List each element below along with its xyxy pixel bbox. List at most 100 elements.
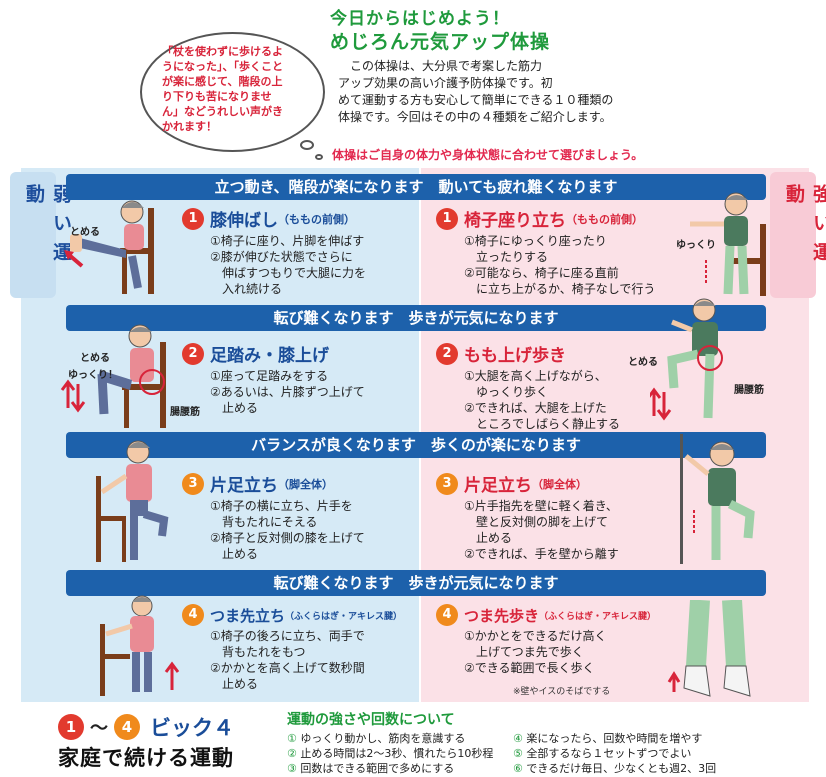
seated-march-illustration (60, 324, 166, 428)
bubble-line: かれます！ (162, 120, 217, 133)
speech-bubble (140, 32, 325, 152)
step-line: 止める (210, 547, 259, 561)
exercise-left-4: 4 つま先立ち （ふくらはぎ・アキレス腱） ①椅子の後ろに立ち、両手で 背もたれ… (182, 604, 402, 692)
tip-number: ① (287, 732, 297, 745)
single-leg-stand-illustration (96, 440, 169, 562)
tip-text: できるだけ毎日、少なくとも週2、3回 (526, 762, 717, 775)
step-line: ②できる範囲で長く歩く (464, 661, 595, 675)
intro-line: 体操です。今回はその中の４種類をご紹介します。 (338, 110, 612, 124)
tips-column-1: ① ゆっくり動かし、筋肉を意識する ② 止める時間は2～3秒、慣れたら10秒程 … (287, 731, 493, 776)
label-tomeru: とめる (628, 357, 658, 368)
strong-label: 強い運動 (783, 184, 826, 271)
intro-line: この体操は、大分県で考案した筋力 (338, 59, 543, 73)
step-line: 入れ続ける (210, 282, 283, 296)
benefit-banner-4: 転び難くなります 歩きが元気になります (66, 570, 766, 596)
label-yukkuri: ゆっくり (676, 240, 716, 251)
step-line: 止める (464, 531, 513, 545)
exercise-name: 片足立ち (210, 476, 278, 496)
high-knee-walk-illustration (650, 298, 723, 421)
label-yukkuri: ゆっくり！ (68, 370, 118, 381)
step-line: 立ったりする (464, 250, 549, 264)
step-line: 上げてつま先で歩く (464, 645, 584, 659)
tip-item: ④ 楽になったら、回数や時間を増やす (513, 731, 716, 746)
exercise-name: 膝伸ばし (210, 211, 278, 231)
footer-number-from: 1 (58, 714, 84, 740)
exercise-target: （ももの前側） (278, 212, 355, 226)
tips-title: 運動の強さや回数について (287, 712, 455, 728)
step-line: 止める (210, 677, 259, 691)
intro-line: アップ効果の高い介護予防体操です。初 (338, 76, 553, 90)
exercise-number: 3 (436, 472, 458, 495)
bubble-line: 「杖を使わずに歩けるよ (162, 45, 283, 58)
footer-tilde: ～ (90, 718, 108, 739)
choose-note: 体操はご自身の体力や身体状態に合わせて選びましょう。 (332, 148, 644, 162)
tiptoe-walk-illustration (667, 600, 751, 697)
tip-item: ② 止める時間は2～3秒、慣れたら10秒程 (287, 746, 493, 761)
step-line: ②できれば、手を壁から離す (464, 547, 619, 561)
exercise-right-2: 2 もも上げ歩き ①大腿を高く上げながら、 ゆっくり歩く ②できれば、大腿を上げ… (436, 341, 620, 432)
step-line: ①片手指先を壁に軽く着き、 (464, 499, 618, 513)
exercise-name: もも上げ歩き (464, 346, 566, 366)
step-line: ①椅子の横に立ち、片手を (210, 499, 353, 513)
step-line: 止める (210, 401, 259, 415)
bubble-line: うになった」、「歩くこと (162, 60, 283, 73)
exercise-left-2: 2 足踏み・膝上げ ①座って足踏みをする ②あるいは、片膝ずつ上げて 止める (182, 341, 365, 416)
bubble-line: り下りも苦になりませ (162, 90, 272, 103)
exercise-right-1: 1 椅子座り立ち （ももの前側） ①椅子にゆっくり座ったり 立ったりする ②可能… (436, 206, 655, 297)
exercise-number: 4 (182, 604, 204, 626)
chair-stand-illustration (690, 192, 766, 296)
step-line: 壁と反対側の脚を上げて (464, 515, 609, 529)
speech-bubble-tail (315, 154, 323, 160)
step-line: ゆっくり歩く (464, 385, 549, 399)
step-line: ①大腿を高く上げながら、 (464, 369, 607, 383)
exercise-number: 2 (182, 342, 204, 365)
leg-extension-illustration (64, 200, 154, 294)
step-line: 背もたれにそえる (210, 515, 318, 529)
exercise-left-3: 3 片足立ち （脚全体） ①椅子の横に立ち、片手を 背もたれにそえる ②椅子と反… (182, 471, 365, 562)
exercise-target: （脚全体） (278, 477, 333, 491)
weak-label: 弱い運動 (23, 184, 72, 271)
tip-item: ⑥ できるだけ毎日、少なくとも週2、3回 (513, 761, 716, 776)
tip-text: 回数はできる範囲で多めにする (300, 762, 455, 775)
benefit-banner-3: バランスが良くなります 歩くのが楽になります (66, 432, 766, 458)
exercise-target: （ふくらはぎ・アキレス腱） (539, 611, 657, 622)
exercise-right-3: 3 片足立ち （脚全体） ①片手指先を壁に軽く着き、 壁と反対側の脚を上げて 止… (436, 471, 619, 562)
tip-number: ④ (513, 732, 523, 745)
exercise-right-4: 4 つま先歩き （ふくらはぎ・アキレス腱） ①かかとをできるだけ高く 上げてつま… (436, 604, 656, 676)
step-line: に立ち上がるか、椅子なしで行う (464, 282, 656, 296)
step-line: ①座って足踏みをする (210, 369, 329, 383)
exercise-number: 4 (436, 604, 458, 626)
tip-number: ③ (287, 762, 297, 775)
tip-text: ゆっくり動かし、筋肉を意識する (300, 732, 466, 745)
exercise-left-1: 1 膝伸ばし （ももの前側） ①椅子に座り、片脚を伸ばす ②膝が伸びた状態でさら… (182, 206, 366, 297)
strong-side-tab: 強い運動 (770, 172, 826, 298)
exercise-name: 椅子座り立ち (464, 211, 566, 231)
step-line: ②可能なら、椅子に座る直前 (464, 266, 619, 280)
label-tomeru: とめる (70, 227, 100, 238)
exercise-number: 1 (436, 207, 458, 230)
benefit-banner-1: 立つ動き、階段が楽になります 動いても疲れ難くなります (66, 174, 766, 200)
wall-single-leg-illustration (680, 434, 755, 564)
step-line: 伸ばすつもりで大腿に力を (210, 266, 367, 280)
wall-note: ※壁やイスのそばでする (513, 687, 611, 697)
step-line: ①椅子の後ろに立ち、両手で (210, 629, 365, 643)
step-line: ②あるいは、片膝ずつ上げて (210, 385, 365, 399)
exercise-name: 足踏み・膝上げ (210, 346, 329, 366)
tip-number: ② (287, 747, 297, 760)
label-tomeru: とめる (80, 353, 110, 364)
bubble-text: 「杖を使わずに歩けるよ うになった」、「歩くこと が楽に感じて、階段の上 り下り… (162, 44, 312, 134)
title-line-2: めじろん元気アップ体操 (330, 31, 551, 53)
title-line-1: 今日からはじめよう！ (330, 9, 510, 29)
tip-item: ⑤ 全部するなら１セットずつでよい (513, 746, 716, 761)
speech-bubble-tail (300, 140, 314, 150)
tip-item: ① ゆっくり動かし、筋肉を意識する (287, 731, 493, 746)
step-line: ②かかとを高く上げて数秒間 (210, 661, 365, 675)
exercise-name: 片足立ち (464, 476, 532, 496)
exercise-name: つま先立ち (210, 606, 286, 625)
step-line: ②膝が伸びた状態でさらに (210, 250, 353, 264)
step-line: ①椅子にゆっくり座ったり (464, 234, 607, 248)
tip-text: 止める時間は2～3秒、慣れたら10秒程 (300, 747, 494, 760)
tiptoe-illustration (100, 595, 180, 696)
step-line: ①椅子に座り、片脚を伸ばす (210, 234, 365, 248)
step-line: ところでしばらく静止する (464, 417, 621, 431)
